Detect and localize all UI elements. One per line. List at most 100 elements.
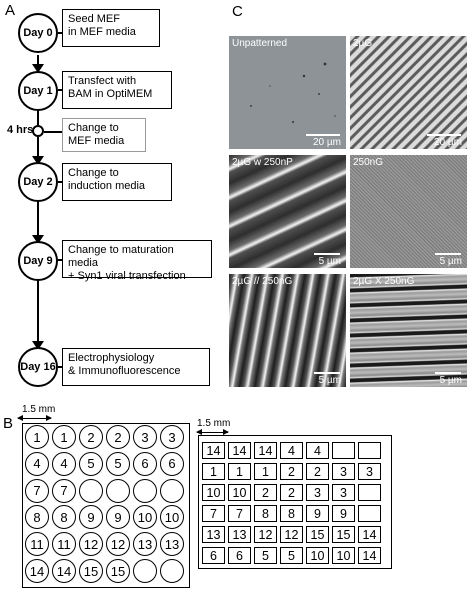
plate-outline [198, 435, 392, 569]
well: 11 [52, 532, 76, 557]
day-label: Day 9 [23, 255, 53, 267]
well [106, 478, 130, 503]
day-9-circle: Day 9 [18, 241, 58, 281]
square-well: 5 [280, 547, 303, 564]
square-well: 14 [358, 547, 381, 564]
well: 2 [79, 425, 103, 449]
well: 2 [106, 425, 130, 449]
well: 1 [52, 425, 76, 449]
timeline-connector [37, 201, 39, 237]
timeline-arrowhead [32, 64, 44, 73]
micrograph-label: 2µG [353, 38, 373, 49]
well: 9 [106, 505, 130, 530]
well: 6 [160, 451, 184, 476]
step-box: Change to maturation media + Syn1 viral … [62, 240, 212, 282]
micrograph-label: 250nG [353, 157, 384, 168]
well [160, 478, 184, 503]
day-1-circle: Day 1 [18, 71, 58, 111]
day-16-circle: Day 16 [18, 347, 58, 387]
well: 4 [25, 451, 49, 476]
step-connector [58, 89, 64, 91]
well: 15 [106, 559, 130, 583]
scale-label: 5 µm [318, 375, 341, 386]
square-well: 14 [254, 442, 277, 459]
day-0-circle: Day 0 [18, 13, 58, 53]
day-2-circle: Day 2 [18, 162, 58, 202]
square-well: 13 [202, 526, 225, 543]
step-box: Seed MEF in MEF media [62, 9, 160, 47]
square-well: 8 [280, 505, 303, 522]
square-well [332, 442, 355, 459]
micrograph-2ug: 2µG 20 µm [350, 36, 467, 149]
square-well: 10 [332, 547, 355, 564]
micrograph-2ug-parallel-250ng: 2µG // 250nG 5 µm [229, 274, 346, 387]
panel-label-a: A [5, 2, 16, 19]
step-box: Electrophysiology & Immunofluorescence [62, 348, 210, 386]
timeline-arrowhead [32, 235, 44, 244]
panel-label-b: B [3, 415, 14, 432]
square-well: 3 [306, 484, 329, 501]
well: 12 [79, 532, 103, 557]
square-well: 3 [358, 463, 381, 480]
square-well: 3 [332, 484, 355, 501]
square-well: 2 [280, 484, 303, 501]
micrograph-label: 2µG X 250nG [353, 276, 415, 287]
day-label: Day 0 [23, 27, 53, 39]
well: 14 [25, 559, 49, 583]
micrograph-label: 2µG w 250nP [232, 157, 293, 168]
well: 1 [25, 425, 49, 449]
square-well: 1 [228, 463, 251, 480]
square-well: 10 [202, 484, 225, 501]
well [79, 478, 103, 503]
micrograph-unpatterned: Unpatterned 20 µm [229, 36, 346, 149]
square-well: 1 [202, 463, 225, 480]
timeline-connector [37, 137, 39, 159]
square-well: 6 [228, 547, 251, 564]
timeline-connector [37, 55, 39, 67]
square-well: 5 [254, 547, 277, 564]
timeline-connector [37, 280, 39, 343]
scale-bar [435, 253, 461, 255]
well: 9 [79, 505, 103, 530]
well: 10 [160, 505, 184, 530]
square-well: 15 [332, 526, 355, 543]
well: 15 [79, 559, 103, 583]
panel-label-c: C [232, 3, 243, 20]
timeline-arrowhead [32, 156, 44, 165]
square-well: 14 [202, 442, 225, 459]
square-well: 12 [254, 526, 277, 543]
well [160, 559, 184, 583]
well: 8 [52, 505, 76, 530]
square-well: 7 [228, 505, 251, 522]
square-well: 10 [228, 484, 251, 501]
well: 7 [25, 478, 49, 503]
well [133, 478, 157, 503]
well: 6 [133, 451, 157, 476]
dimension-arrow [17, 415, 52, 421]
timeline-arrowhead [32, 341, 44, 350]
well: 11 [25, 532, 49, 557]
well [133, 559, 157, 583]
day-label: Day 16 [20, 361, 56, 373]
square-well: 13 [228, 526, 251, 543]
step-connector [58, 181, 64, 183]
well: 4 [52, 451, 76, 476]
square-well: 4 [280, 442, 303, 459]
well: 3 [133, 425, 157, 449]
square-well: 4 [306, 442, 329, 459]
micrograph-2ug-x-250ng: 2µG X 250nG 5 µm [350, 274, 467, 387]
scale-label: 5 µm [318, 256, 341, 267]
dimension-label: 1.5 mm [197, 418, 231, 429]
dimension-arrow [196, 429, 229, 435]
scale-bar [427, 134, 461, 136]
square-well: 9 [306, 505, 329, 522]
scale-label: 20 µm [434, 137, 462, 148]
square-well: 8 [254, 505, 277, 522]
micrograph-label: Unpatterned [232, 38, 288, 49]
well: 5 [79, 451, 103, 476]
well: 13 [133, 532, 157, 557]
hours-marker [32, 125, 44, 137]
scale-label: 20 µm [313, 137, 341, 148]
scale-bar [435, 372, 461, 374]
square-well [358, 484, 381, 501]
